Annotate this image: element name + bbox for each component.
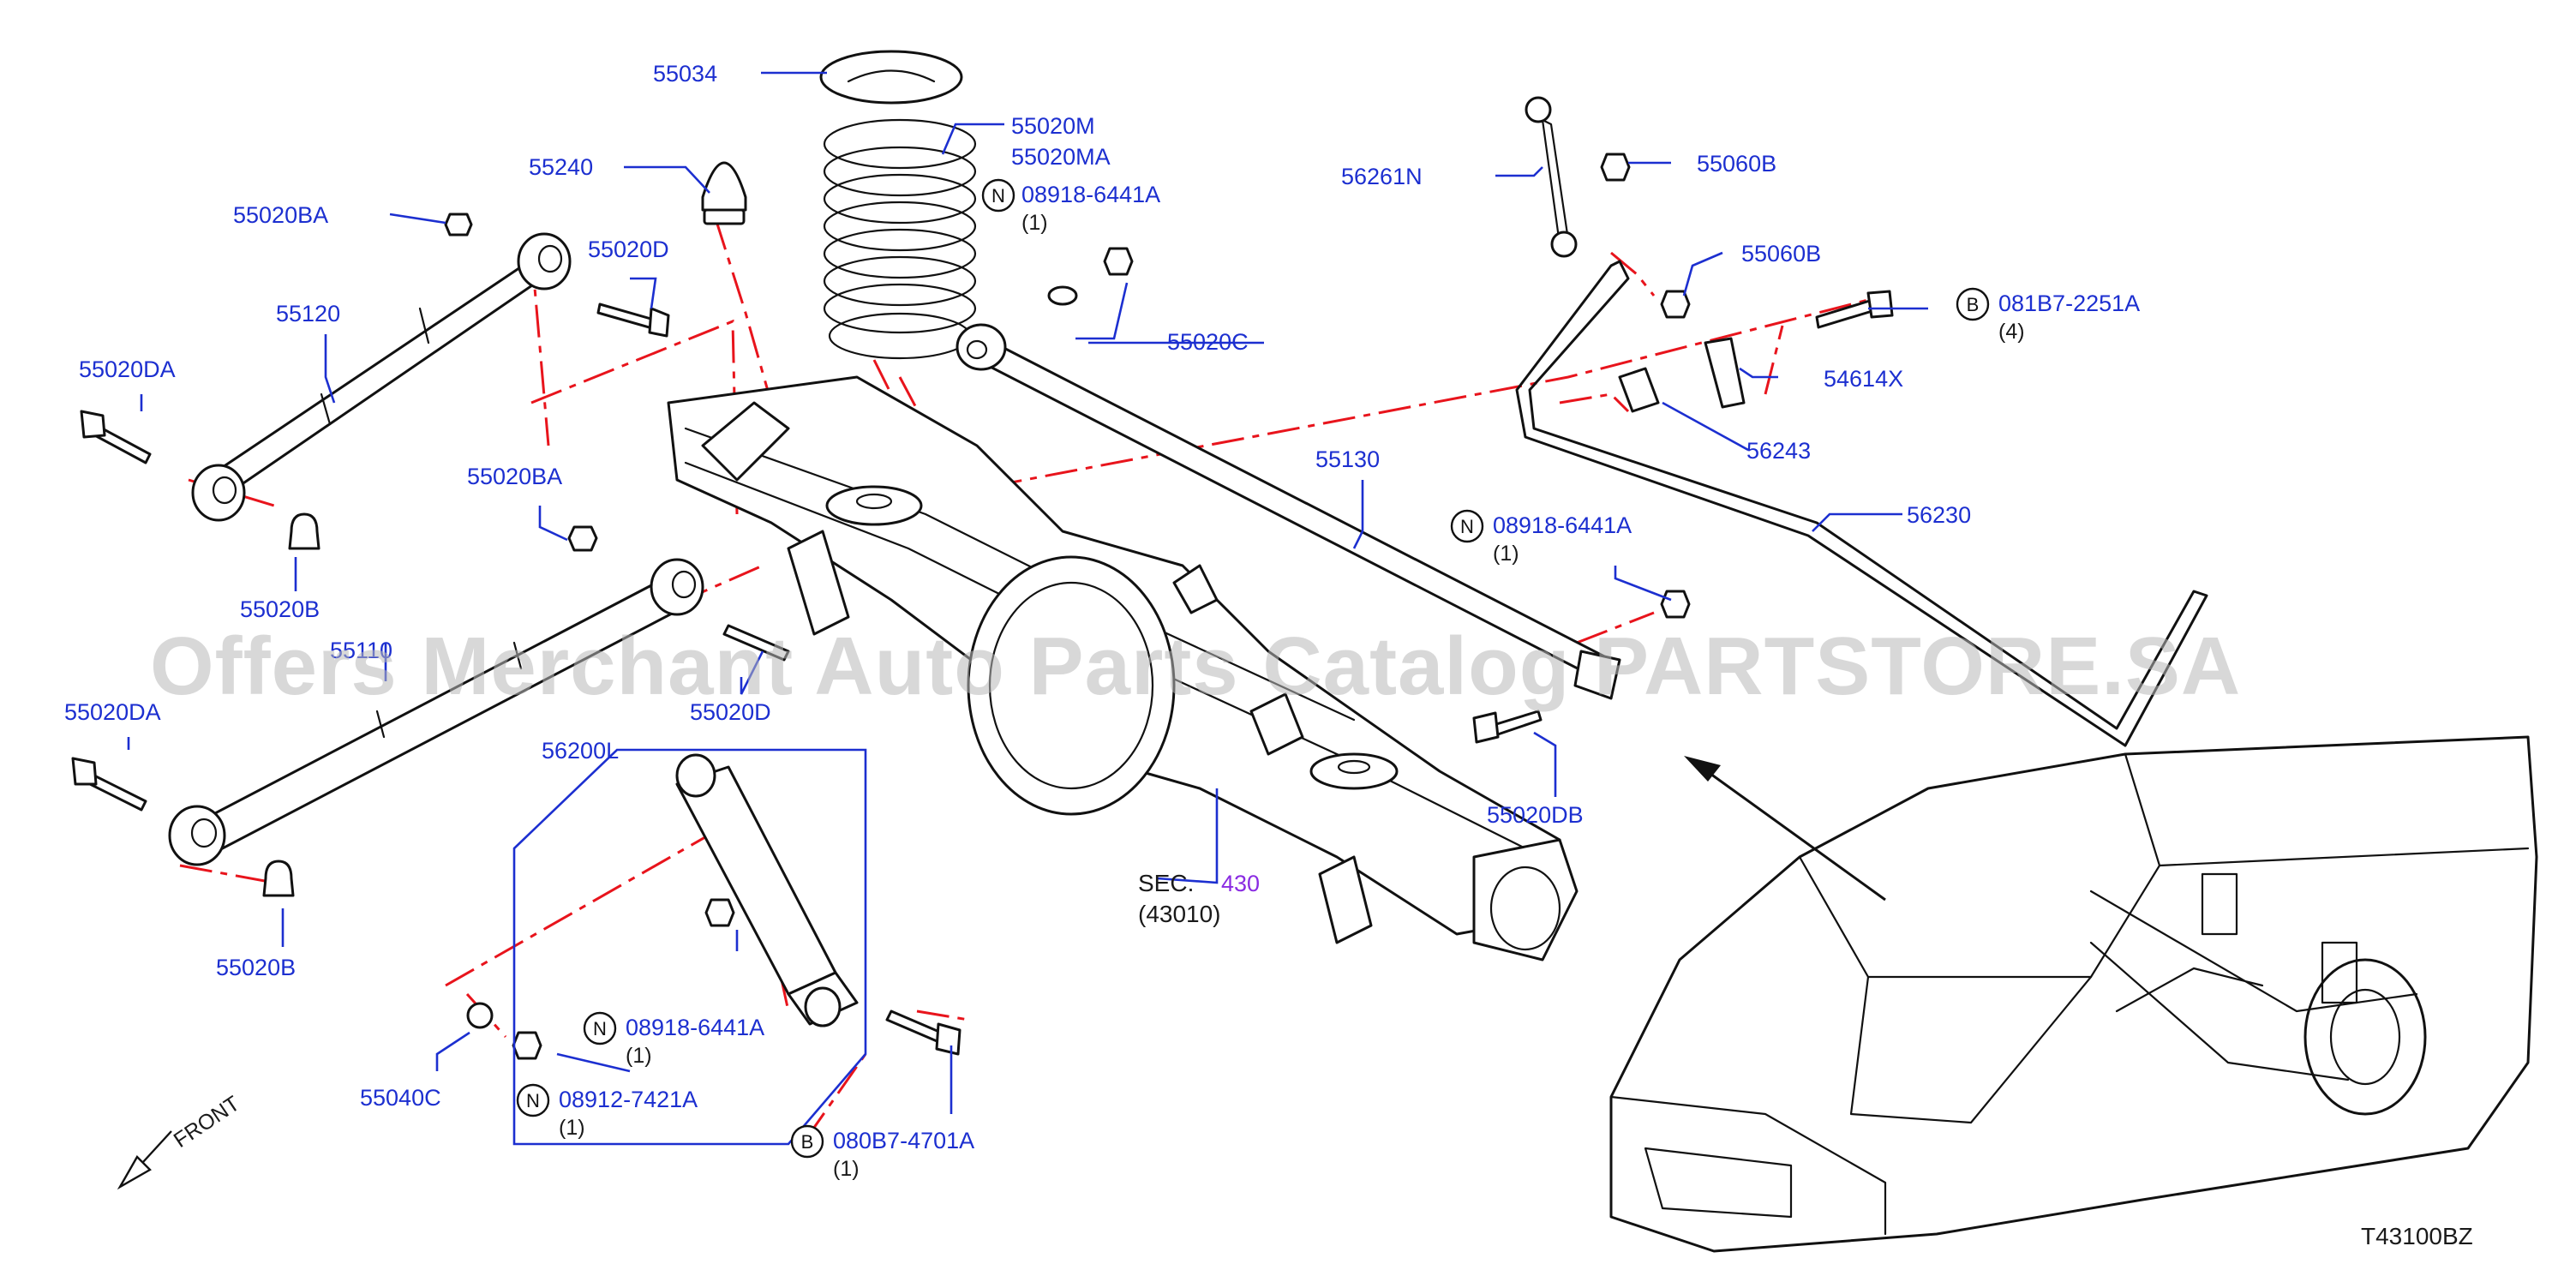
callout-n2[interactable]: N 08918-6441A (1) bbox=[1450, 509, 1632, 566]
callout-n1-qty: (1) bbox=[1021, 211, 1048, 235]
callout-b2-code: 080B7-4701A bbox=[833, 1128, 974, 1153]
front-direction-indicator: FRONT bbox=[117, 1092, 244, 1190]
link-lower-ball bbox=[1550, 231, 1578, 258]
svg-text:N: N bbox=[991, 185, 1005, 207]
nut-55020b-top bbox=[288, 512, 321, 550]
watermark: Offers Merchant Auto Parts Catalog PARTS… bbox=[150, 620, 2241, 712]
spring-seat-left bbox=[825, 485, 923, 526]
callout-b2-qty: (1) bbox=[833, 1157, 860, 1181]
label-56230[interactable]: 56230 bbox=[1907, 502, 1971, 528]
callout-n4[interactable]: N 08912-7421A (1) bbox=[516, 1083, 698, 1140]
coil-spring-assembly bbox=[701, 50, 977, 360]
nut-55020b-bot bbox=[262, 860, 295, 897]
label-55060b-mid[interactable]: 55060B bbox=[1741, 241, 1821, 267]
nut-55020c bbox=[1103, 247, 1134, 276]
label-55020da-top[interactable]: 55020DA bbox=[79, 356, 176, 382]
label-55020m[interactable]: 55020M bbox=[1011, 113, 1095, 139]
nut-shock-upper bbox=[704, 898, 735, 927]
callout-n4-qty: (1) bbox=[559, 1116, 585, 1140]
stabilizer-bar bbox=[1515, 96, 2208, 747]
callout-n4-code: 08912-7421A bbox=[559, 1087, 698, 1112]
svg-text:N: N bbox=[1460, 516, 1474, 537]
callout-n3-qty: (1) bbox=[626, 1044, 652, 1068]
fastener-callouts: N 08918-6441A (1) N 08918-6441A (1) N 08… bbox=[516, 178, 2140, 1181]
callout-b1-qty: (4) bbox=[1998, 320, 2025, 344]
callout-n2-code: 08918-6441A bbox=[1493, 512, 1632, 538]
vehicle-locator-illustration bbox=[1609, 735, 2538, 1253]
label-55020d-mid[interactable]: 55020D bbox=[690, 699, 771, 725]
section-number[interactable]: 430 bbox=[1221, 871, 1260, 896]
locator-arrow bbox=[1684, 756, 1886, 902]
axle-flange bbox=[1472, 838, 1579, 961]
label-55110[interactable]: 55110 bbox=[330, 638, 392, 663]
svg-text:B: B bbox=[801, 1131, 814, 1153]
nut-55130-end bbox=[1660, 590, 1691, 619]
section-sub: (43010) bbox=[1138, 901, 1221, 927]
section-prefix: SEC. bbox=[1138, 870, 1194, 896]
rear-axle-housing bbox=[667, 375, 1579, 961]
svg-text:B: B bbox=[1967, 294, 1980, 315]
bump-stopper bbox=[701, 161, 747, 212]
label-55120[interactable]: 55120 bbox=[276, 301, 340, 326]
label-55020ba-mid[interactable]: 55020BA bbox=[467, 464, 562, 489]
label-55130[interactable]: 55130 bbox=[1315, 446, 1380, 472]
callout-b1[interactable]: B 081B7-2251A (4) bbox=[1956, 287, 2140, 344]
label-55034[interactable]: 55034 bbox=[653, 61, 717, 87]
callout-n3-code: 08918-6441A bbox=[626, 1015, 764, 1040]
label-55020b-top[interactable]: 55020B bbox=[240, 596, 320, 622]
label-55040c[interactable]: 55040C bbox=[360, 1085, 441, 1111]
section-reference[interactable]: SEC. 430 (43010) bbox=[1138, 870, 1260, 927]
label-55060b-top[interactable]: 55060B bbox=[1697, 151, 1776, 177]
spring-seat-right bbox=[1309, 752, 1399, 790]
bolt-55020d-mid bbox=[722, 624, 790, 662]
coil-spring bbox=[823, 118, 977, 360]
label-55240[interactable]: 55240 bbox=[529, 154, 593, 180]
nut-55060b-top bbox=[1600, 153, 1631, 182]
label-56243[interactable]: 56243 bbox=[1746, 438, 1811, 464]
svg-text:N: N bbox=[526, 1090, 540, 1111]
label-55020ma[interactable]: 55020MA bbox=[1011, 144, 1111, 170]
nut-55020ba-top bbox=[444, 213, 473, 237]
front-label: FRONT bbox=[170, 1092, 244, 1153]
washer-55040c bbox=[466, 1002, 494, 1029]
callout-n2-qty: (1) bbox=[1493, 542, 1519, 566]
label-54614x[interactable]: 54614X bbox=[1824, 366, 1903, 392]
label-55020da-bot[interactable]: 55020DA bbox=[64, 699, 161, 725]
label-55020ba-top[interactable]: 55020BA bbox=[233, 202, 328, 228]
callout-n1[interactable]: N 08918-6441A (1) bbox=[981, 178, 1160, 235]
shock-kit-bracket bbox=[512, 748, 867, 1146]
label-56200l[interactable]: 56200L bbox=[542, 738, 619, 764]
leader-lines bbox=[127, 71, 1928, 1114]
lateral-rod bbox=[956, 247, 1691, 744]
label-55020db[interactable]: 55020DB bbox=[1487, 802, 1584, 828]
bolt-081b7-2251a bbox=[1815, 298, 1877, 329]
label-56261n[interactable]: 56261N bbox=[1341, 164, 1423, 189]
differential-carrier bbox=[967, 555, 1176, 816]
callout-n3[interactable]: N 08918-6441A (1) bbox=[583, 1011, 764, 1068]
bracket-54614x bbox=[1704, 337, 1746, 409]
callout-n1-code: 08918-6441A bbox=[1021, 182, 1160, 207]
nut-08912-7421a bbox=[512, 1031, 542, 1060]
part-labels: 55034 55020M 55020MA 55240 55020BA 55020… bbox=[64, 61, 1971, 1111]
upper-link bbox=[80, 213, 670, 550]
label-55020c[interactable]: 55020C bbox=[1167, 329, 1249, 355]
diagram-code: T43100BZ bbox=[2361, 1223, 2473, 1249]
bushing-56243 bbox=[1618, 367, 1660, 413]
spring-seat bbox=[819, 50, 963, 105]
link-upper-ball bbox=[1525, 96, 1552, 123]
callout-b2[interactable]: B 080B7-4701A (1) bbox=[790, 1124, 974, 1181]
callout-b1-code: 081B7-2251A bbox=[1998, 291, 2140, 316]
nut-55060b-mid bbox=[1660, 290, 1691, 319]
washer-55020c bbox=[1047, 285, 1078, 306]
label-55020b-bot[interactable]: 55020B bbox=[216, 955, 296, 980]
shock-absorber bbox=[466, 753, 962, 1060]
svg-text:N: N bbox=[593, 1018, 607, 1039]
lower-link bbox=[71, 525, 790, 897]
label-55020d-top[interactable]: 55020D bbox=[588, 237, 669, 262]
nut-55020ba-mid bbox=[567, 525, 598, 552]
